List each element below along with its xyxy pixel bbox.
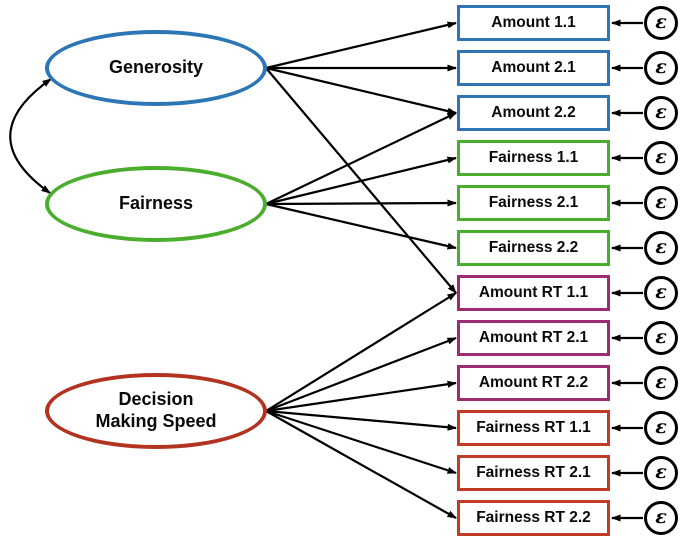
latent-ellipse-generosity: Generosity (45, 30, 267, 106)
observed-label: Amount 2.1 (491, 59, 576, 76)
error-term-amount-rt-2-1: ε (644, 321, 678, 355)
observed-label: Fairness RT 1.1 (476, 419, 591, 436)
observed-box-fairness-2-1: Fairness 2.1 (457, 185, 610, 221)
observed-label: Fairness 1.1 (488, 149, 579, 166)
observed-label: Amount 1.1 (491, 14, 576, 31)
observed-label: Amount 2.2 (491, 104, 576, 121)
epsilon-symbol: ε (655, 56, 667, 78)
observed-box-amount-2-1: Amount 2.1 (457, 50, 610, 86)
observed-label: Fairness 2.2 (488, 239, 579, 256)
observed-label: Amount RT 2.2 (478, 374, 589, 391)
observed-box-amount-rt-1-1: Amount RT 1.1 (457, 275, 610, 311)
latent-label: Generosity (108, 57, 204, 78)
epsilon-symbol: ε (655, 191, 667, 213)
error-term-amount-1-1: ε (644, 6, 678, 40)
latent-label-line2: Making Speed (95, 411, 217, 431)
epsilon-symbol: ε (655, 101, 667, 123)
observed-label: Fairness RT 2.1 (476, 464, 591, 481)
error-term-amount-2-2: ε (644, 96, 678, 130)
latent-label: Fairness (118, 193, 194, 214)
observed-label: Amount RT 2.1 (478, 329, 589, 346)
epsilon-symbol: ε (655, 416, 667, 438)
epsilon-symbol: ε (655, 146, 667, 168)
error-term-fairness-rt-1-1: ε (644, 411, 678, 445)
error-term-fairness-rt-2-1: ε (644, 456, 678, 490)
epsilon-symbol: ε (655, 371, 667, 393)
epsilon-symbol: ε (655, 461, 667, 483)
epsilon-symbol: ε (655, 326, 667, 348)
error-term-amount-rt-1-1: ε (644, 276, 678, 310)
epsilon-symbol: ε (655, 11, 667, 33)
observed-box-amount-2-2: Amount 2.2 (457, 95, 610, 131)
epsilon-symbol: ε (655, 281, 667, 303)
latent-ellipse-decision-making-speed: Decision Making Speed (45, 373, 267, 449)
error-term-amount-rt-2-2: ε (644, 366, 678, 400)
observed-box-amount-rt-2-1: Amount RT 2.1 (457, 320, 610, 356)
observed-label: Fairness 2.1 (488, 194, 579, 211)
observed-box-fairness-1-1: Fairness 1.1 (457, 140, 610, 176)
latent-ellipse-fairness: Fairness (45, 166, 267, 242)
observed-box-amount-1-1: Amount 1.1 (457, 5, 610, 41)
observed-box-amount-rt-2-2: Amount RT 2.2 (457, 365, 610, 401)
observed-box-fairness-rt-2-2: Fairness RT 2.2 (457, 500, 610, 536)
observed-box-fairness-rt-1-1: Fairness RT 1.1 (457, 410, 610, 446)
error-term-amount-2-1: ε (644, 51, 678, 85)
observed-box-fairness-rt-2-1: Fairness RT 2.1 (457, 455, 610, 491)
error-term-fairness-rt-2-2: ε (644, 501, 678, 535)
observed-label: Fairness RT 2.2 (476, 509, 591, 526)
latent-label-line1: Decision (118, 389, 194, 410)
error-term-fairness-2-1: ε (644, 186, 678, 220)
observed-box-fairness-2-2: Fairness 2.2 (457, 230, 610, 266)
error-term-fairness-2-2: ε (644, 231, 678, 265)
observed-label: Amount RT 1.1 (478, 284, 589, 301)
epsilon-symbol: ε (655, 506, 667, 528)
error-term-fairness-1-1: ε (644, 141, 678, 175)
epsilon-symbol: ε (655, 236, 667, 258)
